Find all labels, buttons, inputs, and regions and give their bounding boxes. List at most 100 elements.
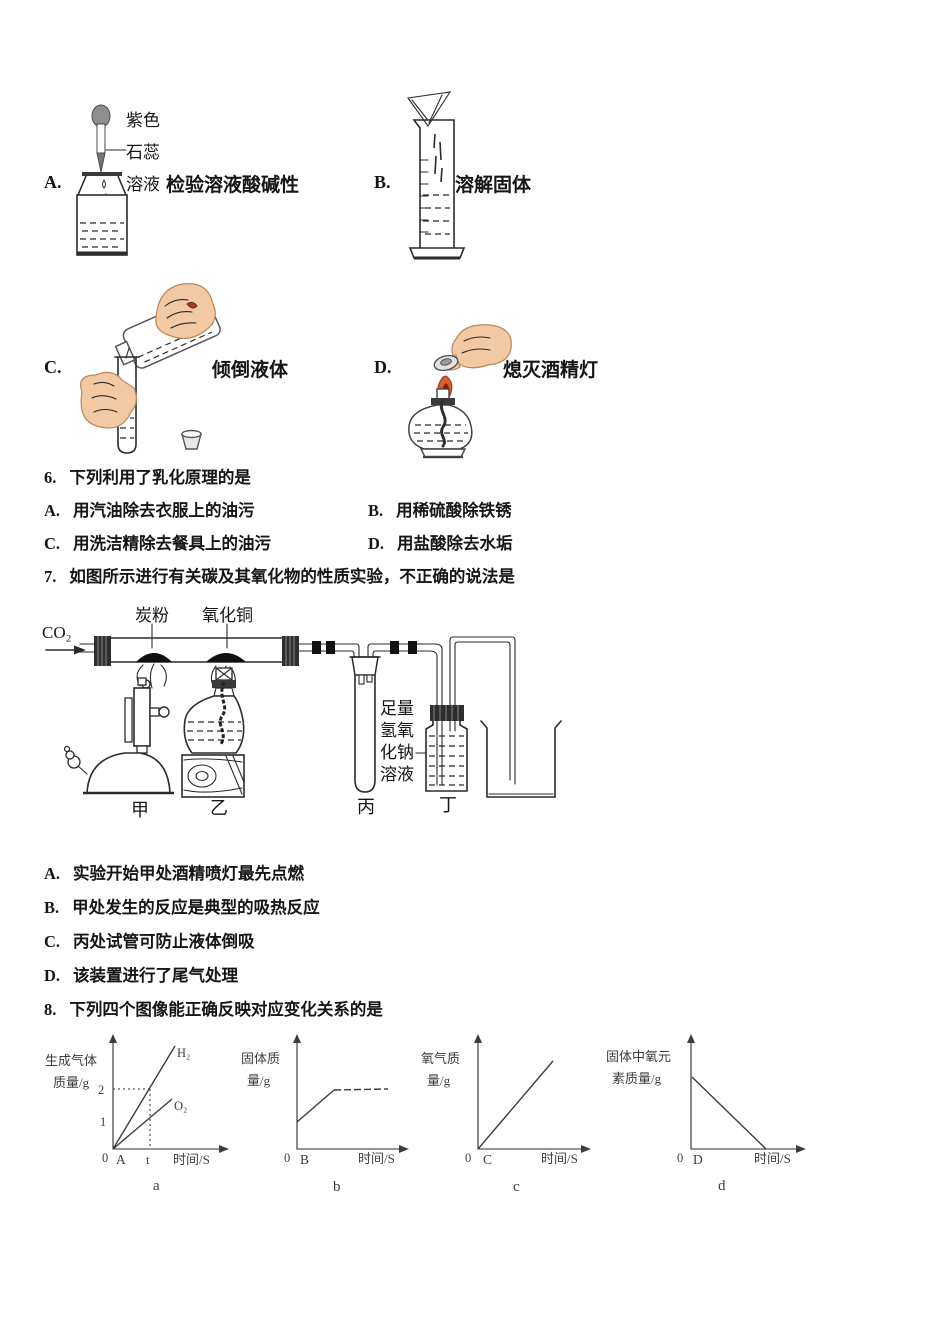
q7-option-c: C. 丙处试管可防止液体倒吸 <box>44 932 255 952</box>
graph-c-xlabel: 时间/S <box>541 1151 578 1166</box>
diagram-carbon-oxides-experiment: CO₂ 炭粉 氧化铜 <box>42 606 562 820</box>
diagram-dissolve-solid <box>407 91 466 260</box>
svg-text:氢氧: 氢氧 <box>380 721 414 740</box>
graph-a-ylabel-line2: 质量/g <box>53 1075 90 1090</box>
q7-option-d-text: 该装置进行了尾气处理 <box>73 966 239 985</box>
q7-option-b-text: 甲处发生的反应是典型的吸热反应 <box>72 898 320 917</box>
question-8-number: 8. <box>44 1000 57 1019</box>
pouring-hand-icon <box>155 283 216 340</box>
q6-option-c-text: 用洗洁精除去餐具上的油污 <box>73 534 272 553</box>
holding-hand-icon <box>80 371 137 429</box>
graph-d-ylabel-line1: 固体中氧元 <box>606 1049 671 1064</box>
station-label-yi: 乙 <box>210 798 228 818</box>
graph-d-origin: 0 <box>677 1151 683 1165</box>
q6-option-d: D.用盐酸除去水垢 <box>368 534 513 554</box>
q7-option-c-letter: C. <box>44 932 61 951</box>
question-8-text: 下列四个图像能正确反映对应变化关系的是 <box>69 1000 383 1019</box>
graph-d-oxygen-in-solid: 固体中氧元 素质量/g 0 D 时间/S d <box>606 1034 806 1194</box>
apparatus-option-a-caption: 检验溶液酸碱性 <box>166 175 300 196</box>
oxygen-mass-line <box>477 1060 554 1150</box>
alcohol-blast-lamp <box>63 677 174 795</box>
o2-series-label: O₂ <box>174 1099 187 1113</box>
graph-c-origin: 0 <box>465 1151 471 1165</box>
graph-c-oxygen-mass: 氧气质 量/g 0 C 时间/S c <box>421 1034 591 1195</box>
graph-b-solid-mass: 固体质 量/g 0 B 时间/S b <box>241 1034 409 1195</box>
question-7-number: 7. <box>44 567 57 586</box>
reagent-label-line: 石蕊 <box>126 143 160 162</box>
q7-option-b-letter: B. <box>44 898 60 917</box>
svg-text:溶液: 溶液 <box>380 765 414 784</box>
naoh-bottle <box>425 705 468 792</box>
stopper-icon <box>181 429 202 450</box>
graph-a-xlabel: 时间/S <box>173 1152 210 1167</box>
naoh-label: 足量 氢氧 化钠 溶液 <box>380 699 427 784</box>
apparatus-option-a-letter: A. <box>44 172 62 192</box>
station-label-ding: 丁 <box>439 795 457 815</box>
solid-mass-plateau <box>333 1088 389 1091</box>
q6-option-b: B. 用稀硫酸除铁锈 <box>368 501 512 521</box>
graph-b-sublabel: b <box>333 1179 341 1195</box>
graph-d-sublabel: d <box>718 1178 726 1194</box>
q6-option-c-letter: C. <box>44 534 61 553</box>
h2-line <box>112 1045 176 1150</box>
question-6-number: 6. <box>44 468 57 487</box>
oxygen-element-line <box>691 1076 767 1150</box>
graph-a-gas-mass: 生成气体 质量/g 2 1 H₂ O₂ 0 A t 时间/S a <box>45 1034 229 1194</box>
graph-a-sublabel: a <box>153 1178 160 1194</box>
solid-mass-line <box>296 1089 335 1123</box>
station-label-jia: 甲 <box>131 800 149 820</box>
q6-option-b-text: 用稀硫酸除铁锈 <box>396 501 512 520</box>
reagent-label-line: 溶液 <box>126 175 160 194</box>
graph-b-origin: 0 <box>284 1151 290 1165</box>
q7-option-d: D.该装置进行了尾气处理 <box>44 966 238 986</box>
svg-text:足量: 足量 <box>380 699 414 718</box>
q7-option-a-text: 实验开始甲处酒精喷灯最先点燃 <box>73 864 305 883</box>
gas-inlet-arrow-icon <box>45 643 95 655</box>
q7-option-b: B. 甲处发生的反应是典型的吸热反应 <box>44 898 320 918</box>
q7-option-a-letter: A. <box>44 864 61 883</box>
diagram-litmus-test: 紫色 石蕊 溶液 <box>76 104 160 256</box>
graph-a-t-mark: t <box>146 1153 150 1167</box>
graph-a-origin: 0 <box>102 1151 108 1165</box>
h2-series-label: H₂ <box>177 1046 190 1060</box>
graph-b-ylabel-line1: 固体质 <box>241 1051 280 1066</box>
o2-line <box>112 1098 173 1150</box>
graph-a-ytick-1: 1 <box>100 1115 106 1129</box>
alcohol-lamp-icon <box>408 388 473 459</box>
graph-b-xlabel: 时间/S <box>358 1151 395 1166</box>
copper-oxide-label: 氧化铜 <box>202 606 253 625</box>
graph-b-option-letter: B <box>300 1152 309 1167</box>
graph-c-sublabel: c <box>513 1179 520 1195</box>
paper-funnel-icon <box>407 91 452 127</box>
connecting-tube-2 <box>390 636 516 786</box>
graph-c-ylabel-line2: 量/g <box>427 1073 451 1088</box>
graph-c-option-letter: C <box>483 1152 492 1167</box>
q6-option-b-letter: B. <box>368 501 384 520</box>
apparatus-option-c-letter: C. <box>44 357 62 377</box>
diagram-extinguish-lamp <box>408 324 512 459</box>
svg-text:化钠: 化钠 <box>380 743 414 762</box>
question-6-text: 下列利用了乳化原理的是 <box>69 468 251 487</box>
graph-a-ylabel-line1: 生成气体 <box>45 1053 97 1068</box>
question-6: 6. 下列利用了乳化原理的是 <box>44 468 251 488</box>
q7-option-c-text: 丙处试管可防止液体倒吸 <box>73 932 255 951</box>
q6-option-d-text: 用盐酸除去水垢 <box>397 534 513 553</box>
diagram-pouring-liquid <box>80 283 221 454</box>
charcoal-label: 炭粉 <box>135 606 169 625</box>
q6-option-a-text: 用汽油除去衣服上的油污 <box>73 501 255 520</box>
graph-c-ylabel-line1: 氧气质 <box>421 1051 460 1066</box>
beaker-icon <box>480 720 562 798</box>
graph-d-ylabel-line2: 素质量/g <box>612 1071 662 1086</box>
q6-option-c: C. 用洗洁精除去餐具上的油污 <box>44 534 271 554</box>
connecting-tube <box>298 641 360 659</box>
question-7-text: 如图所示进行有关碳及其氧化物的性质实验，不正确的说法是 <box>69 567 515 586</box>
apparatus-option-b-letter: B. <box>374 172 391 192</box>
q7-option-a: A. 实验开始甲处酒精喷灯最先点燃 <box>44 864 304 884</box>
graph-d-xlabel: 时间/S <box>754 1151 791 1166</box>
co2-label: CO₂ <box>42 623 72 642</box>
question-8: 8. 下列四个图像能正确反映对应变化关系的是 <box>44 1000 383 1020</box>
safety-test-tube <box>349 643 405 793</box>
alcohol-lamp-on-block <box>181 667 245 798</box>
graph-d-option-letter: D <box>693 1152 703 1167</box>
